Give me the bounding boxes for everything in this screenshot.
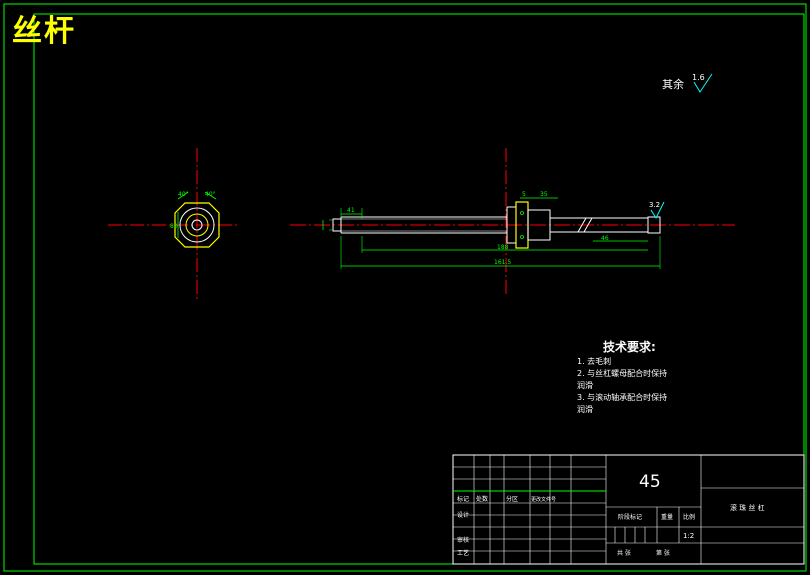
tb-stage-mark: 阶段标记 (618, 513, 642, 521)
titleblock-left-grid (453, 455, 607, 564)
tech-item-4: 3. 与滚动轴承配合时保持 (577, 392, 667, 402)
roughness-note: 其余 (662, 77, 684, 91)
inner-border (33, 13, 805, 565)
tb-scale-label: 比例 (683, 513, 695, 521)
tb-sheet-no: 第 张 (656, 549, 670, 557)
tb-sheet-total: 共 张 (617, 549, 631, 557)
dim-collar-len: 35 (540, 191, 548, 198)
bore-inner (191, 219, 203, 231)
tb-drawing-name: 滚 珠 丝 杠 (730, 503, 765, 512)
tb-weight: 重量 (661, 513, 673, 521)
tb-label-change: 更改文件号 (531, 496, 556, 503)
tb-label-process: 工艺 (457, 549, 469, 557)
end-dim-line-right (204, 191, 217, 200)
title-block: 标记 处数 分区 更改文件号 设计 审核 工艺 45 阶段标记 重量 比例 1:… (452, 454, 805, 565)
tb-material: 45 (639, 472, 661, 492)
dim-left-value: 41 (347, 207, 355, 214)
tb-scale-value: 1:2 (683, 532, 694, 540)
nut-body (527, 209, 551, 241)
dim-right-value: 46 (601, 235, 609, 242)
break-mark-2 (583, 217, 593, 233)
collar-hole-top (520, 211, 524, 215)
dim-inner-value: 188 (497, 244, 509, 251)
end-dim-line-left (177, 191, 189, 200)
flange-circle (179, 207, 215, 243)
roughness-surface-value: 3.2 (649, 201, 660, 209)
collar-hole-bottom (520, 235, 524, 239)
titleblock-right-grid (606, 455, 804, 564)
end-dim-dia: 80 (170, 223, 178, 230)
roughness-default-value: 1.6 (692, 73, 705, 82)
sheet-title: 丝杆 (12, 14, 76, 49)
tech-item-3: 润滑 (577, 380, 593, 390)
shaft-view: 3.2 41 5 35 46 188 161.5 (290, 148, 735, 296)
tb-label-count: 处数 (476, 495, 488, 503)
roughness-surface-icon (650, 201, 665, 220)
tb-label-review: 审核 (457, 536, 469, 544)
dim-collar-width: 5 (522, 191, 526, 198)
tech-item-5: 润滑 (577, 404, 593, 414)
break-mark-1 (577, 217, 587, 233)
end-dim-left: 40° (178, 191, 189, 198)
tech-heading: 技术要求: (603, 339, 656, 354)
roughness-default-icon (693, 73, 713, 93)
dim-total-value: 161.5 (494, 259, 511, 266)
outer-border (3, 3, 807, 572)
tb-label-mark: 标记 (457, 495, 469, 503)
end-dim-right: 40° (205, 191, 216, 198)
tech-requirements: 技术要求: 1. 去毛刺 2. 与丝杠螺母配合时保持 润滑 3. 与滚动轴承配合… (577, 339, 667, 414)
bore-outer (185, 213, 209, 237)
tb-label-design: 设计 (457, 511, 469, 519)
tech-item-2: 2. 与丝杠螺母配合时保持 (577, 368, 667, 378)
shaft-right-end (647, 216, 661, 234)
flange-outline (174, 202, 220, 248)
end-view: 40° 40° 80 (108, 148, 238, 300)
titleblock-frame (452, 454, 805, 565)
tb-label-zone: 分区 (506, 495, 518, 503)
tech-item-1: 1. 去毛刺 (577, 356, 611, 366)
